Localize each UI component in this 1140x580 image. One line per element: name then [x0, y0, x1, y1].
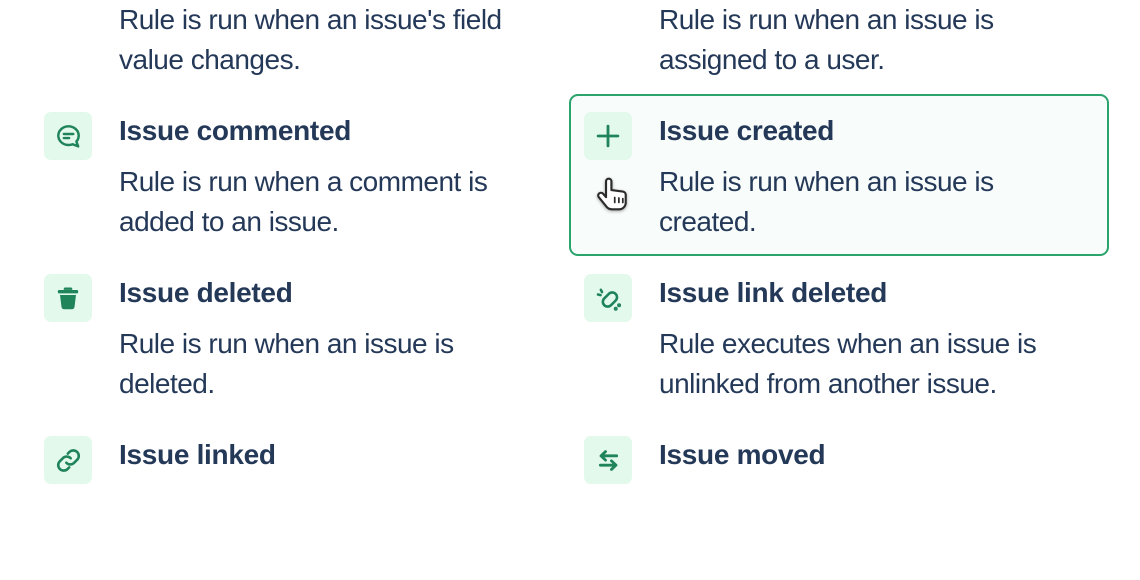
trigger-description: Rule is run when an issue's field value … [119, 4, 502, 75]
trigger-title: Issue linked [119, 439, 276, 470]
link-icon [44, 436, 92, 484]
trigger-card-grid: Rule is run when an issue's field value … [29, 0, 1111, 580]
trigger-card-text: Issue moved [659, 434, 1093, 476]
trigger-card-issue-moved[interactable]: Issue moved [569, 418, 1109, 580]
comment-icon [44, 112, 92, 160]
trigger-card-text: Issue linked [119, 434, 553, 476]
trigger-card-issue-assigned-partial[interactable]: Rule is run when an issue is assigned to… [569, 0, 1109, 94]
trash-icon [44, 274, 92, 322]
trigger-description: Rule is run when an issue is deleted. [119, 328, 454, 399]
trigger-title: Issue moved [659, 439, 826, 470]
trigger-title: Issue created [659, 115, 835, 146]
move-arrows-icon [584, 436, 632, 484]
plus-icon [584, 112, 632, 160]
trigger-card-field-value-changed-partial[interactable]: Rule is run when an issue's field value … [29, 0, 569, 94]
trigger-title: Issue commented [119, 115, 352, 146]
trigger-description: Rule executes when an issue is unlinked … [659, 328, 1037, 399]
broken-link-icon [584, 274, 632, 322]
trigger-card-issue-linked[interactable]: Issue linked [29, 418, 569, 580]
trigger-card-text: Rule is run when an issue's field value … [119, 0, 553, 80]
trigger-description: Rule is run when an issue is assigned to… [659, 4, 994, 75]
trigger-title: Issue link deleted [659, 277, 888, 308]
trigger-card-text: Rule is run when an issue is assigned to… [659, 0, 1093, 80]
trigger-description: Rule is run when a comment is added to a… [119, 166, 488, 237]
trigger-title: Issue deleted [119, 277, 293, 308]
trigger-description: Rule is run when an issue is created. [659, 166, 994, 237]
